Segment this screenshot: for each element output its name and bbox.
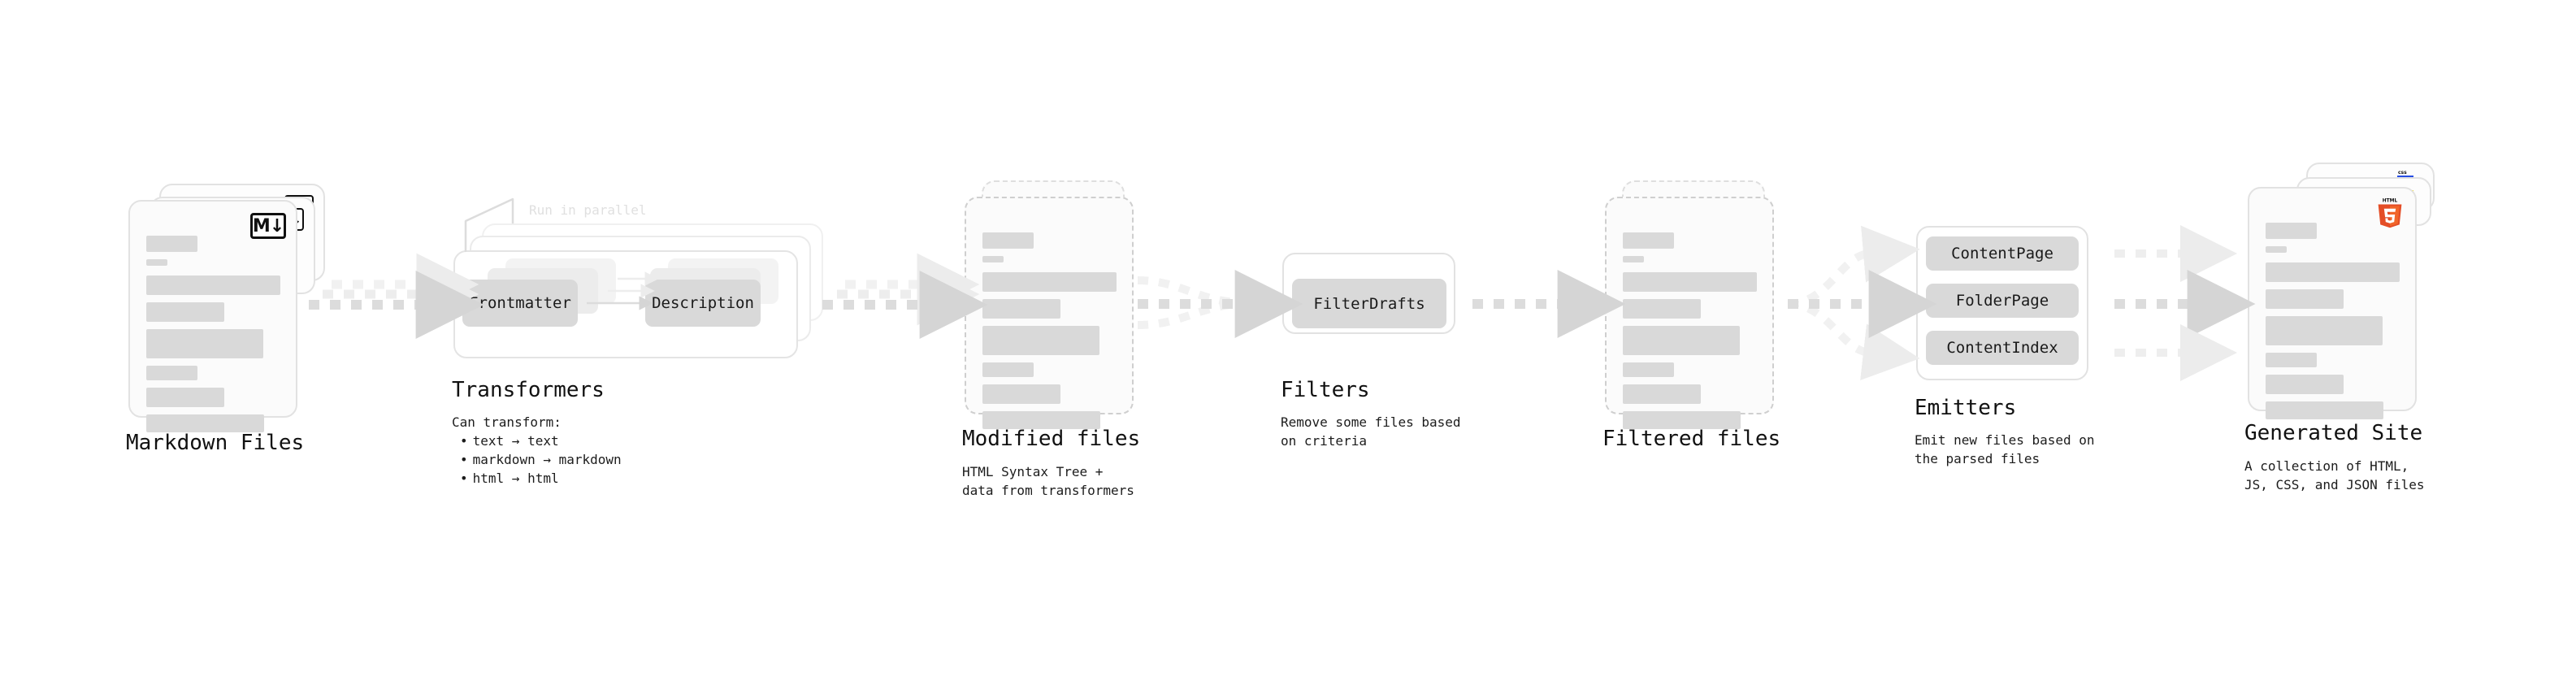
generated-card-front: HTML [2248, 187, 2417, 419]
modified-files-title: Modified files [962, 427, 1141, 451]
doc-line [146, 236, 197, 252]
doc-line [2266, 289, 2344, 309]
doc-line [2266, 223, 2317, 239]
transformers-body: Can transform: [452, 414, 562, 430]
arrow-transformers-to-modified [822, 253, 988, 339]
list-item: •text → text [460, 433, 559, 449]
doc-line [1623, 272, 1757, 292]
doc-line [982, 326, 1099, 355]
generated-site-body: A collection of HTML, JS, CSS, and JSON … [2244, 458, 2425, 492]
generated-site-title: Generated Site [2244, 421, 2423, 445]
doc-line [982, 362, 1034, 377]
doc-line [982, 256, 1004, 262]
doc-line [146, 388, 224, 407]
chip-description[interactable]: Description [645, 280, 761, 327]
arrow-emitters-to-site [2114, 225, 2256, 381]
filtered-card-front [1605, 197, 1774, 429]
filtered-doc-lines [1623, 232, 1758, 436]
chip-contentpage[interactable]: ContentPage [1926, 236, 2079, 271]
doc-line [1623, 299, 1701, 319]
doc-line [982, 272, 1117, 292]
doc-line [1623, 362, 1674, 377]
run-in-parallel-label: Run in parallel [529, 202, 647, 218]
modified-files-body: HTML Syntax Tree + data from transformer… [962, 464, 1134, 498]
doc-line [2266, 401, 2383, 419]
transformers-title: Transformers [452, 378, 605, 402]
chip-contentindex[interactable]: ContentIndex [1926, 331, 2079, 365]
doc-line [1623, 256, 1644, 262]
filters-title: Filters [1281, 378, 1370, 402]
bullet-icon: • [460, 433, 468, 449]
doc-line [982, 411, 1100, 429]
filters-body: Remove some files based on criteria [1281, 414, 1461, 449]
arrow-filtered-to-emitters [1787, 225, 1937, 380]
arrow-modified-to-filters [1137, 270, 1303, 338]
doc-line [146, 329, 263, 358]
markdown-card-front: M↓ [128, 200, 297, 432]
doc-line [982, 232, 1034, 249]
doc-line [982, 384, 1060, 404]
doc-line [982, 299, 1060, 319]
list-item: •html → html [460, 471, 559, 486]
emitters-body: Emit new files based on the parsed files [1915, 432, 2095, 466]
css-icon-text: css [2398, 170, 2407, 176]
doc-line [146, 275, 280, 295]
markdown-icon: M↓ [250, 213, 286, 239]
chip-folderpage[interactable]: FolderPage [1926, 284, 2079, 318]
modified-card-front [965, 197, 1134, 429]
modified-doc-lines [982, 232, 1117, 436]
doc-line [2266, 262, 2400, 282]
generated-doc-lines [2266, 223, 2400, 427]
doc-line [2266, 375, 2344, 394]
doc-line [146, 414, 264, 432]
markdown-files-title: Markdown Files [126, 431, 305, 455]
emitters-title: Emitters [1915, 396, 2017, 420]
html5-icon: HTML [2376, 197, 2404, 229]
chip-filterdrafts[interactable]: FilterDrafts [1292, 279, 1446, 328]
doc-line [1623, 326, 1740, 355]
arrow-markdown-to-transformers [309, 253, 484, 339]
svg-text:HTML: HTML [2383, 198, 2398, 203]
doc-line [2266, 316, 2383, 345]
doc-line [2266, 353, 2317, 367]
doc-line [1623, 411, 1741, 429]
chip-frontmatter[interactable]: Frontmatter [462, 280, 578, 327]
markdown-doc-lines [146, 236, 281, 440]
doc-line [146, 302, 224, 322]
list-item: •markdown → markdown [460, 452, 622, 467]
filtered-files-title: Filtered files [1602, 427, 1781, 451]
doc-line [146, 259, 167, 266]
doc-line [146, 366, 197, 380]
bullet-icon: • [460, 452, 468, 467]
transformers-list: •text → text •markdown → markdown •html … [460, 432, 622, 488]
doc-line [2266, 246, 2287, 253]
doc-line [1623, 232, 1674, 249]
bullet-icon: • [460, 471, 468, 486]
doc-line [1623, 384, 1701, 404]
